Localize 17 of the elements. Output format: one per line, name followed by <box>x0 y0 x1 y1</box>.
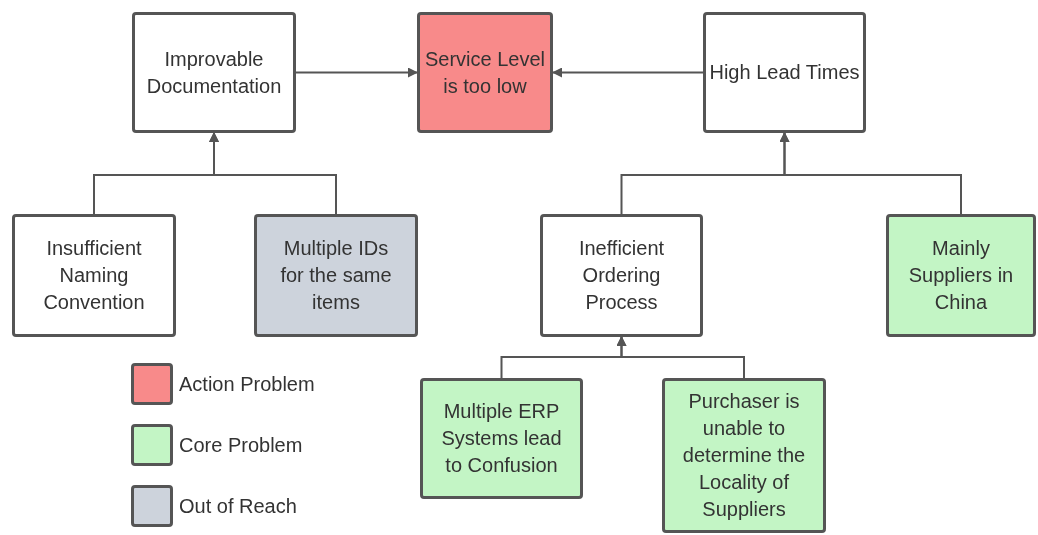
problem-box: High Lead Times <box>703 12 866 133</box>
problem-box: Multiple ERP Systems lead to Confusion <box>420 378 583 499</box>
problem-box: Mainly Suppliers in China <box>886 214 1036 337</box>
problem-box: Insufficient Naming Convention <box>12 214 176 337</box>
problem-box: Service Level is too low <box>417 12 553 133</box>
legend-label: Core Problem <box>179 433 303 457</box>
problem-box: Improvable Documentation <box>132 12 296 133</box>
arrow <box>779 132 962 215</box>
problem-box: Purchaser is unable to determine the Locality of Suppliers <box>662 378 826 533</box>
problem-box: Multiple IDs for the same items <box>254 214 418 337</box>
legend-label: Action Problem <box>179 372 315 396</box>
arrow <box>552 67 704 78</box>
arrow <box>209 132 337 215</box>
arrow <box>616 336 745 379</box>
legend-label: Out of Reach <box>179 494 297 518</box>
problem-box: Inefficient Ordering Process <box>540 214 703 337</box>
arrow <box>295 67 418 78</box>
